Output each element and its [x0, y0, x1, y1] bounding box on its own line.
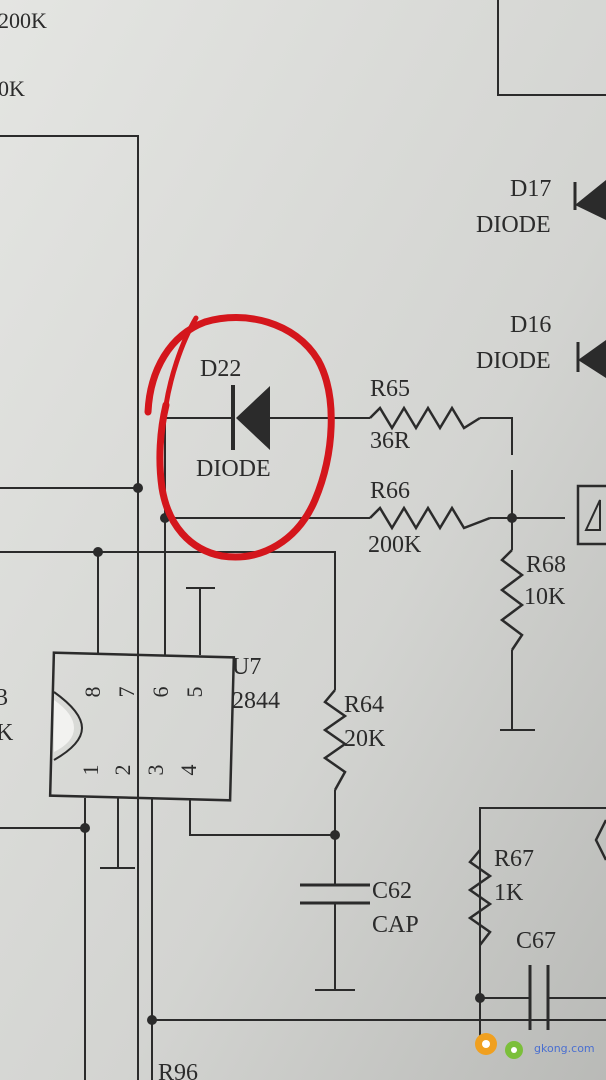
label-left-value-1: 3 — [0, 685, 8, 711]
pin-8: 8 — [80, 687, 105, 698]
r66-ref: R66 — [370, 478, 410, 504]
resistor-r65 — [369, 405, 481, 431]
highlight-circle-tail — [163, 315, 199, 408]
watermark: gkong.com — [475, 1033, 595, 1059]
d16-ref: D16 — [510, 312, 551, 338]
pin-3: 3 — [143, 765, 168, 776]
d22-type: DIODE — [196, 456, 271, 482]
pin-4: 4 — [176, 765, 201, 776]
resistor-r67 — [467, 849, 493, 946]
u7-ref: U7 — [232, 654, 261, 680]
d17-type: DIODE — [476, 212, 551, 238]
d22-ref: D22 — [200, 356, 241, 382]
capacitor-c67 — [528, 965, 550, 1030]
pin-5: 5 — [182, 687, 207, 698]
r64-value: 20K — [344, 726, 386, 752]
component-labels: 200K 0K 3 K D17 DIODE D16 DIODE D22 DIOD… — [0, 8, 566, 1080]
gear-logo-icon-small — [505, 1041, 523, 1059]
label-left-value-2: K — [0, 720, 14, 746]
ic-pin-labels: 8 7 6 5 1 2 3 4 — [78, 687, 207, 776]
label-top-value-1: 200K — [0, 8, 47, 33]
diode-d17-symbol — [573, 180, 606, 220]
d17-ref: D17 — [510, 176, 551, 202]
resistor-r64 — [322, 689, 348, 791]
diode-d16-symbol — [576, 340, 606, 378]
r67-value: 1K — [494, 880, 524, 906]
resistor-symbols — [322, 405, 606, 946]
label-top-value-2: 0K — [0, 76, 25, 101]
pin-7: 7 — [114, 687, 139, 698]
r65-ref: R65 — [370, 376, 410, 402]
r96-ref: R96 — [158, 1060, 198, 1080]
r68-value: 10K — [524, 584, 566, 610]
resistor-r68 — [499, 549, 525, 651]
r68-ref: R68 — [526, 552, 566, 578]
pin-2: 2 — [110, 765, 135, 776]
diode-d22-symbol — [231, 385, 270, 450]
resistor-right-edge — [594, 819, 606, 861]
c67-ref: C67 — [516, 928, 556, 954]
c62-type: CAP — [372, 912, 419, 938]
r67-ref: R67 — [494, 846, 534, 872]
highlight-circle — [144, 314, 335, 561]
resistor-r66 — [369, 505, 491, 531]
capacitor-c62 — [300, 883, 370, 905]
u7-part: 2844 — [232, 688, 280, 714]
c62-ref: C62 — [372, 878, 412, 904]
component-fragment-right — [576, 484, 606, 546]
r65-value: 36R — [370, 428, 410, 454]
ic-u7 — [48, 651, 236, 802]
r66-value: 200K — [368, 532, 422, 558]
r64-ref: R64 — [344, 692, 384, 718]
d16-type: DIODE — [476, 348, 551, 374]
gear-logo-icon — [475, 1033, 497, 1055]
pin-6: 6 — [148, 687, 173, 698]
pin-1: 1 — [78, 765, 103, 776]
watermark-site: gkong.com — [534, 1042, 595, 1055]
junction-dots — [80, 483, 517, 1025]
